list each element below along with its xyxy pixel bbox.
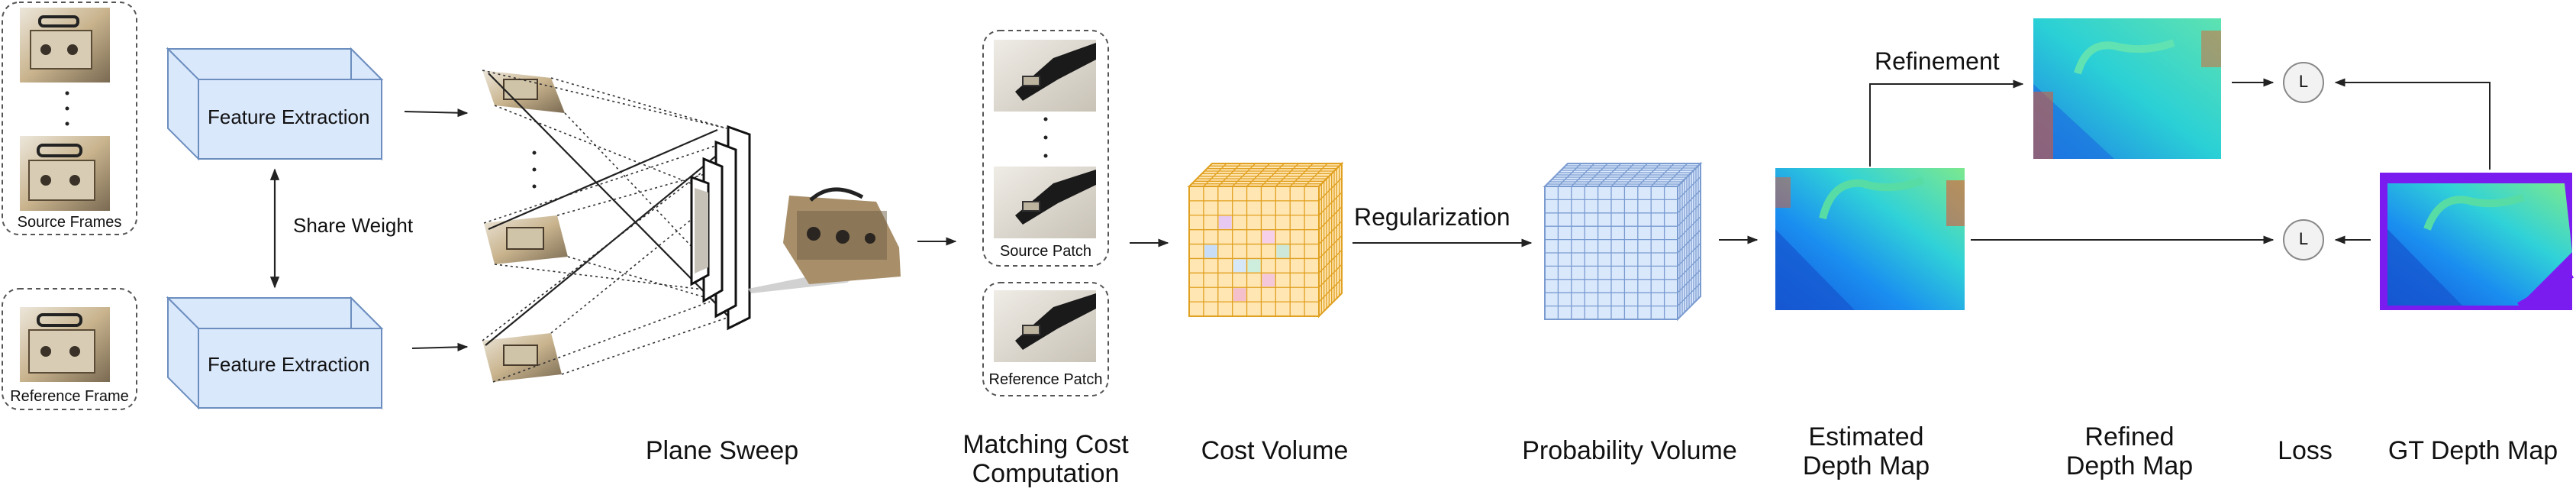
- stage-refined-line2: Depth Map: [2065, 451, 2194, 480]
- plane-sweep-illustration: [482, 70, 901, 383]
- source-patch-label: Source Patch: [999, 243, 1092, 260]
- reference-patch-thumbnail: [994, 290, 1096, 362]
- refinement-label: Refinement: [1875, 47, 2000, 75]
- source-patch-thumbnail-top: [994, 40, 1096, 112]
- reference-frame-thumbnail: [20, 307, 110, 382]
- feature-extraction-bottom-label: Feature Extraction: [208, 353, 370, 376]
- source-patch-group: [982, 30, 1109, 267]
- source-frame-thumbnail-bottom: [20, 136, 110, 211]
- loss-circle-icon: [2283, 219, 2324, 260]
- source-frame-thumbnail-top: [20, 8, 110, 82]
- stage-cost-volume: Cost Volume: [1201, 436, 1349, 465]
- loss-bottom-symbol: L: [2298, 229, 2309, 248]
- stage-matching-cost-line1: Matching Cost: [962, 430, 1129, 459]
- loss-circle-icon: [2283, 62, 2324, 103]
- stage-gt-depth-map: GT Depth Map: [2387, 436, 2558, 465]
- feature-extraction-block-bottom: [166, 296, 384, 410]
- stage-estimated-line2: Depth Map: [1802, 451, 1930, 480]
- reference-patch-label: Reference Patch: [988, 371, 1103, 388]
- stage-matching-cost-line2: Computation: [972, 459, 1120, 488]
- cost-volume-cube: [1187, 161, 1344, 319]
- stage-probability-volume: Probability Volume: [1522, 436, 1737, 465]
- probability-volume-cube: [1543, 161, 1703, 322]
- reference-frame-label: Reference Frame: [10, 388, 129, 405]
- warped-frame-middle: [484, 215, 568, 264]
- stage-loss: Loss: [2278, 436, 2333, 465]
- feature-extraction-top-label: Feature Extraction: [208, 105, 370, 128]
- source-patch-thumbnail-bottom: [994, 167, 1096, 238]
- share-weight-label: Share Weight: [293, 214, 414, 237]
- gt-depth-map-image: [2380, 173, 2574, 310]
- warped-frame-bottom: [482, 333, 562, 382]
- loss-top-symbol: L: [2298, 72, 2309, 91]
- stage-estimated-line1: Estimated: [1808, 422, 1924, 451]
- reconstructed-object: [748, 187, 901, 293]
- reference-frame-group: [2, 288, 137, 410]
- refinement-arrow: [1869, 79, 2024, 167]
- stage-refined-line1: Refined: [2084, 422, 2175, 451]
- warped-frame-top: [482, 70, 565, 113]
- source-frames-label: Source Frames: [17, 214, 122, 231]
- arrow-icon: [411, 342, 469, 351]
- arrow-icon: [404, 108, 469, 118]
- refined-depth-map-image: [2033, 18, 2221, 159]
- source-frames-group: [2, 2, 137, 235]
- arrow-icon: [2334, 78, 2491, 170]
- regularization-label: Regularization: [1354, 203, 1510, 231]
- reference-patch-group: [982, 282, 1109, 396]
- estimated-depth-map-image: [1775, 168, 1965, 310]
- feature-extraction-block-top: [166, 47, 384, 161]
- stage-plane-sweep: Plane Sweep: [645, 436, 799, 465]
